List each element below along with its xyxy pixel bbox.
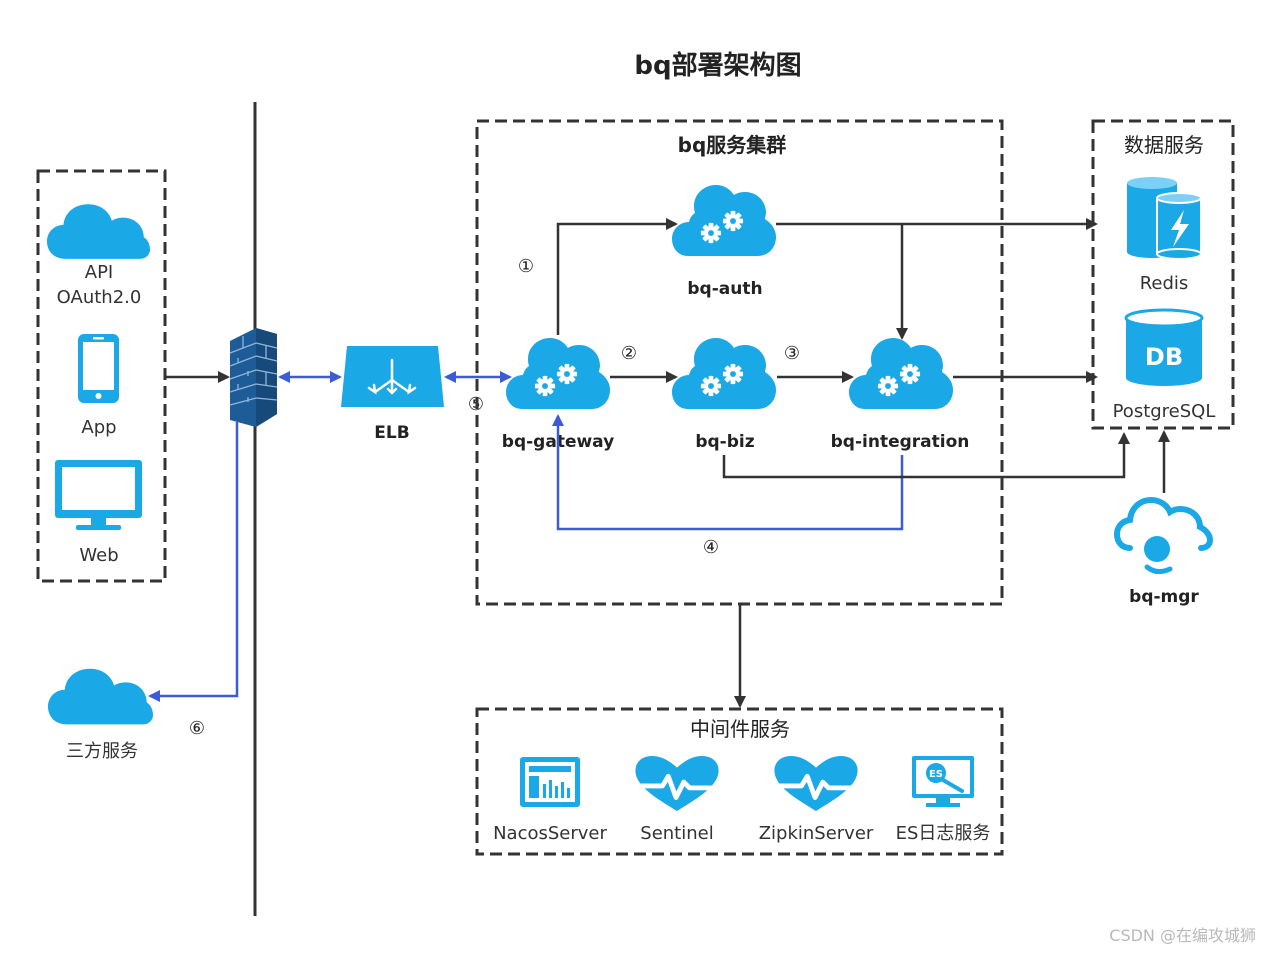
oauth-label: OAuth2.0 [57, 287, 142, 308]
zipkin-label: ZipkinServer [759, 823, 874, 844]
step-3-label: ③ [784, 343, 800, 364]
monitor-icon [55, 460, 142, 530]
bq-biz-label: bq-biz [695, 432, 754, 452]
gateway-to-auth-arrow [556, 218, 678, 335]
database-icon: DB [1124, 308, 1204, 386]
nacos-label: NacosServer [493, 823, 607, 844]
step-4-label: ④ [703, 537, 719, 558]
bq-integration-label: bq-integration [831, 432, 970, 452]
load-balancer-icon [341, 346, 444, 407]
server-rack-icon [520, 757, 580, 807]
database-icon-text: DB [1145, 343, 1183, 371]
heartbeat-icon [774, 756, 857, 811]
step-6-label: ⑥ [189, 718, 205, 739]
cloud-icon [47, 204, 150, 259]
es-log-label: ES日志服务 [896, 823, 991, 844]
third-party-label: 三方服务 [66, 741, 138, 762]
gear-cloud-icon [849, 338, 953, 409]
headset-cloud-icon [1113, 496, 1214, 575]
biz-to-postgresql-arrow [722, 432, 1130, 479]
firewall-icon [229, 328, 278, 427]
api-label: API [85, 262, 113, 283]
bq-mgr-label: bq-mgr [1129, 587, 1199, 607]
elb-label: ELB [374, 423, 409, 443]
data-services-title: 数据服务 [1124, 133, 1204, 157]
mobile-phone-icon [78, 334, 119, 403]
sentinel-label: Sentinel [640, 823, 713, 844]
redis-icon [1127, 177, 1202, 260]
step-1-label: ① [518, 256, 534, 277]
data-services-border [1091, 119, 1235, 430]
cloud-icon [48, 668, 153, 725]
service-cluster-title: bq服务集群 [678, 133, 787, 157]
web-label: Web [79, 545, 118, 566]
postgresql-label: PostgreSQL [1113, 401, 1216, 422]
clients-group: API OAuth2.0 App Web [36, 169, 167, 583]
diagram-title: bq部署架构图 [634, 51, 801, 81]
bq-auth-label: bq-auth [687, 279, 762, 299]
gear-cloud-icon [672, 338, 776, 409]
integration-to-gateway-arrow [552, 414, 904, 531]
heartbeat-icon [635, 756, 718, 811]
middleware-border [475, 707, 1004, 856]
gear-cloud-icon [506, 338, 610, 409]
es-icon-text: ES [929, 769, 943, 780]
middleware-title: 中间件服务 [690, 717, 790, 741]
step-2-label: ② [621, 343, 637, 364]
watermark-text: CSDN @在编攻城狮 [1109, 926, 1256, 945]
data-services-group: 数据服务 Redis DB PostgreSQL [1091, 119, 1235, 430]
app-label: App [81, 417, 116, 438]
es-monitor-icon: ES [912, 756, 974, 807]
middleware-group: 中间件服务 NacosServer Sentinel ZipkinServer [475, 707, 1004, 856]
firewall-to-third-party-arrow [148, 422, 239, 702]
service-cluster-group: bq服务集群 bq-auth bq-gateway bq-biz bq-inte… [475, 119, 1004, 606]
redis-label: Redis [1140, 273, 1189, 294]
gear-cloud-icon [672, 185, 776, 256]
